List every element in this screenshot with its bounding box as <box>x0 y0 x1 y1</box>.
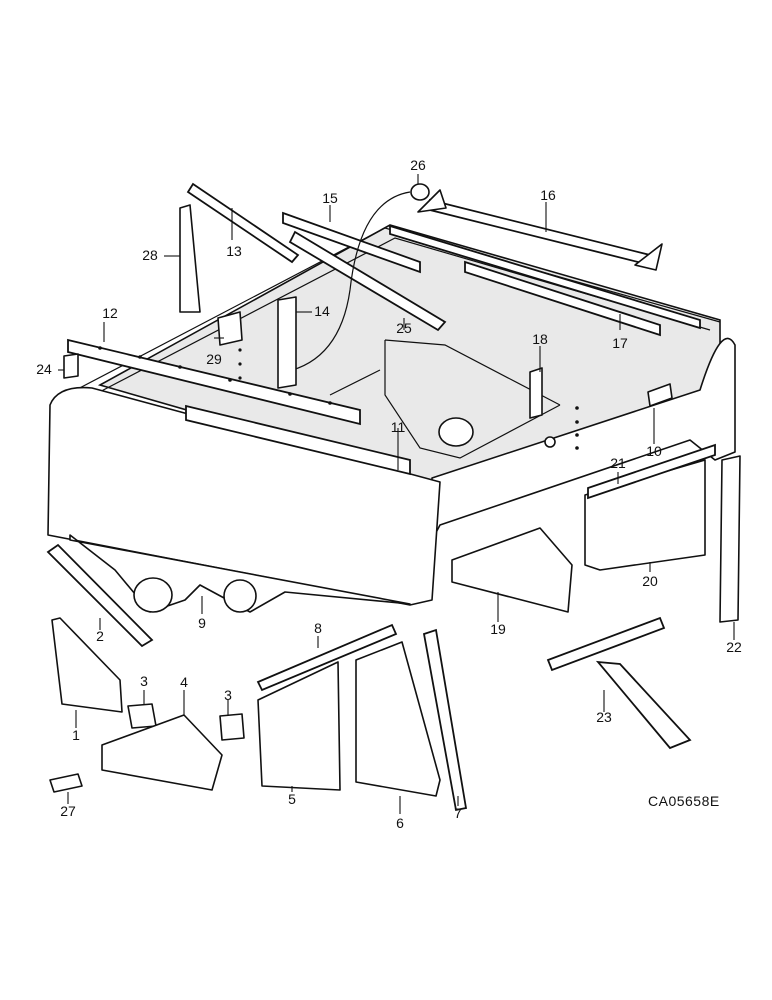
label-8: 8 <box>314 620 322 636</box>
part-4-panel <box>101 714 223 791</box>
part-26-curve <box>284 191 411 373</box>
body-front-panel <box>47 386 441 606</box>
body-hole-front-left <box>133 577 173 613</box>
label-7: 7 <box>454 805 462 821</box>
part-17-back-rail-2 <box>389 224 701 330</box>
label-4: 4 <box>180 674 188 690</box>
label-1: 1 <box>72 727 80 743</box>
main-body-assembly <box>47 224 736 613</box>
part-27-clip <box>49 773 83 793</box>
part-14-bracket <box>277 296 297 389</box>
part-3a-clip <box>127 703 157 729</box>
label-14: 14 <box>314 303 330 319</box>
label-25: 25 <box>396 320 412 336</box>
part-17-back-rail <box>464 260 661 337</box>
label-10: 10 <box>646 443 662 459</box>
label-2: 2 <box>96 628 104 644</box>
label-11: 11 <box>391 419 406 435</box>
label-17: 17 <box>612 335 628 351</box>
leader-lines <box>58 174 735 814</box>
part-11-inner-rail <box>185 404 411 476</box>
part-25-brace <box>288 230 447 332</box>
part-8-strip <box>256 623 398 692</box>
part-6-panel <box>355 641 441 797</box>
part-24-plate <box>63 353 79 379</box>
part-21-strip <box>587 443 716 500</box>
label-13: 13 <box>226 243 242 259</box>
label-5: 5 <box>288 791 296 807</box>
label-20: 20 <box>642 573 658 589</box>
label-18: 18 <box>532 331 548 347</box>
label-21: 21 <box>610 455 626 471</box>
part-13-brace <box>186 182 300 264</box>
body-hole-side <box>544 436 556 448</box>
part-29-plate <box>217 311 243 346</box>
body-right-side <box>431 337 736 541</box>
label-16: 16 <box>540 187 556 203</box>
lower-parts <box>46 543 468 812</box>
label-15: 15 <box>322 190 338 206</box>
part-1-panel <box>51 617 123 713</box>
label-24: 24 <box>36 361 52 377</box>
label-19: 19 <box>490 621 506 637</box>
part-26-cap <box>410 183 430 201</box>
upper-rails <box>67 182 701 476</box>
part-16-end-left <box>417 189 447 213</box>
label-12: 12 <box>102 305 118 321</box>
label-3b: 3 <box>224 687 232 703</box>
body-hole-front-right <box>223 579 257 613</box>
part-15-cross-brace <box>282 211 421 274</box>
drawing-code: CA05658E <box>648 793 720 809</box>
small-brackets <box>63 204 673 419</box>
part-2-brace <box>46 543 154 648</box>
part-22-post <box>719 455 741 623</box>
label-23: 23 <box>596 709 612 725</box>
part-7-strip <box>422 628 468 812</box>
part-28-plate <box>179 204 201 313</box>
part-23-frame-leg <box>595 660 692 750</box>
label-29: 29 <box>206 351 222 367</box>
part-12-front-rail <box>67 338 361 426</box>
label-9: 9 <box>198 615 206 631</box>
body-floor-lines <box>329 339 561 459</box>
part-5-panel <box>257 661 341 791</box>
body-hole-rear <box>438 417 474 447</box>
part-19-panel <box>451 527 573 613</box>
right-side-parts <box>451 443 741 750</box>
part-16-end-right <box>634 243 663 271</box>
label-26: 26 <box>410 157 426 173</box>
part-23-frame-top <box>546 616 666 672</box>
part-18-bracket <box>529 367 543 419</box>
label-22: 22 <box>726 639 742 655</box>
label-6: 6 <box>396 815 404 831</box>
part-labels: 1 2 3 4 3 5 6 7 8 9 10 11 12 13 14 15 16… <box>36 157 742 831</box>
part-3b-clip <box>219 713 245 741</box>
label-28: 28 <box>142 247 158 263</box>
label-27: 27 <box>60 803 76 819</box>
part-10-bracket <box>647 383 673 407</box>
label-3a: 3 <box>140 673 148 689</box>
